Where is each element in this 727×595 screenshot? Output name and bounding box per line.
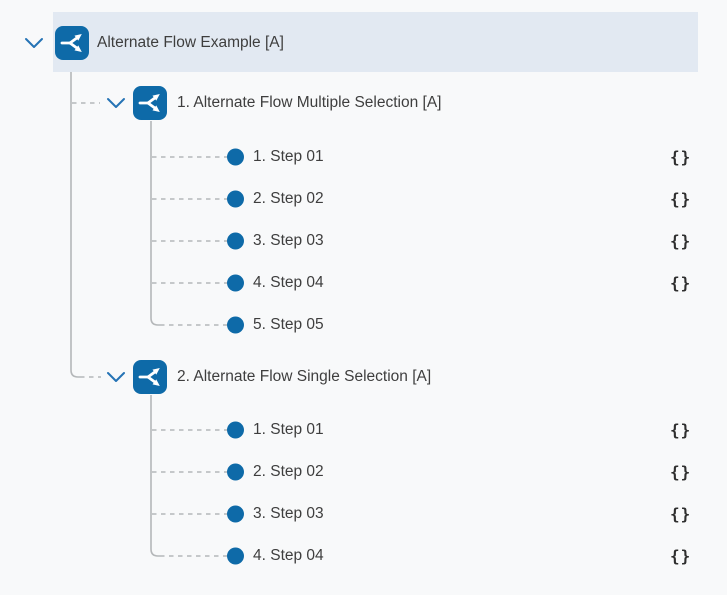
chevron-down-icon[interactable] xyxy=(23,36,45,50)
parameters-icon[interactable]: {} xyxy=(670,189,692,209)
step-bullet-icon xyxy=(227,232,244,250)
parameters-icon[interactable]: {} xyxy=(670,546,692,566)
step-label[interactable]: 1. Step 01 xyxy=(253,421,324,438)
step-label[interactable]: 1. Step 01 xyxy=(253,148,324,165)
step-label[interactable]: 2. Step 02 xyxy=(253,190,324,207)
step-label[interactable]: 3. Step 03 xyxy=(253,505,324,522)
step-bullet-icon xyxy=(227,190,244,208)
parameters-icon[interactable]: {} xyxy=(670,231,692,251)
step-label[interactable]: 5. Step 05 xyxy=(253,316,324,333)
step-bullet-icon xyxy=(227,148,244,166)
tree-node-label[interactable]: 2. Alternate Flow Single Selection [A] xyxy=(177,368,432,385)
step-bullet-icon xyxy=(227,421,244,439)
tree-node-label[interactable]: 1. Alternate Flow Multiple Selection [A] xyxy=(177,94,442,111)
step-label[interactable]: 4. Step 04 xyxy=(253,274,324,291)
branch-split-icon[interactable] xyxy=(55,26,89,60)
parameters-icon[interactable]: {} xyxy=(670,504,692,524)
step-bullet-icon xyxy=(227,316,244,334)
step-label[interactable]: 4. Step 04 xyxy=(253,547,324,564)
parameters-icon[interactable]: {} xyxy=(670,462,692,482)
step-bullet-icon xyxy=(227,547,244,565)
chevron-down-icon[interactable] xyxy=(105,96,127,110)
step-bullet-icon xyxy=(227,505,244,523)
branch-split-icon[interactable] xyxy=(133,360,167,394)
step-label[interactable]: 2. Step 02 xyxy=(253,463,324,480)
branch-split-icon[interactable] xyxy=(133,86,167,120)
tree-node-label[interactable]: Alternate Flow Example [A] xyxy=(97,34,284,51)
step-bullet-icon xyxy=(227,463,244,481)
parameters-icon[interactable]: {} xyxy=(670,273,692,293)
step-label[interactable]: 3. Step 03 xyxy=(253,232,324,249)
chevron-down-icon[interactable] xyxy=(105,370,127,384)
parameters-icon[interactable]: {} xyxy=(670,420,692,440)
selected-row-highlight xyxy=(53,12,698,72)
step-bullet-icon xyxy=(227,274,244,292)
parameters-icon[interactable]: {} xyxy=(670,147,692,167)
